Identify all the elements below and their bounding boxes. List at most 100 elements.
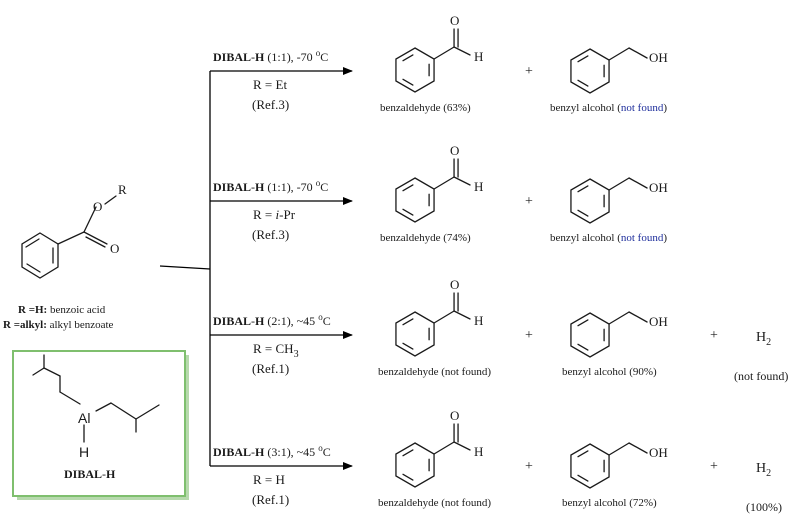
dibal-name-part3: H bbox=[106, 467, 116, 481]
alcohol-close-paren-2: ) bbox=[663, 232, 667, 244]
condition-reagent-4: DIBAL bbox=[213, 445, 251, 459]
condition-text-3: DIBAL-H (2:1), ~45 oC bbox=[213, 312, 331, 328]
plus-sign-1-row-2: + bbox=[525, 194, 533, 209]
alcohol-name-text-4: benzyl alcohol (72%) bbox=[562, 497, 657, 509]
r-group-condition-2: R = i-Pr bbox=[253, 207, 296, 222]
aldehyde-h-label-1: H bbox=[474, 49, 483, 64]
reference-4: (Ref.1) bbox=[252, 492, 289, 507]
hydroxyl-label-3: OH bbox=[649, 314, 668, 329]
benzaldehyde-structure-2: OH bbox=[395, 143, 483, 223]
r-value-2: i bbox=[276, 207, 280, 222]
aldehyde-h-label-3: H bbox=[474, 313, 483, 328]
condition-ratio-temp-3: (2:1), ~45 bbox=[264, 314, 318, 328]
dibal-h-box: Al H DIBAL-H bbox=[12, 350, 189, 500]
r-value-3: CH bbox=[276, 341, 294, 356]
h2-main-4: H bbox=[756, 461, 766, 476]
condition-reagent-h-2: H bbox=[255, 180, 265, 194]
hydrogen-gas-3: H2 bbox=[756, 330, 771, 348]
condition-reagent-3: DIBAL bbox=[213, 314, 251, 328]
condition-text-1: DIBAL-H (1:1), -70 oC bbox=[213, 48, 328, 64]
hydroxyl-label-4: OH bbox=[649, 445, 668, 460]
condition-unit-3: C bbox=[323, 314, 331, 328]
reactant-caption-1: R =H: benzoic acid bbox=[18, 304, 106, 316]
aldehyde-oxygen-label-1: O bbox=[450, 13, 459, 28]
dibal-name-part1: DIBAL bbox=[64, 467, 102, 481]
aluminum-label: Al bbox=[78, 410, 90, 426]
condition-dash-3: - bbox=[251, 314, 255, 328]
benzoate-structure: O R O bbox=[21, 182, 127, 279]
aldehyde-oxygen-label-2: O bbox=[450, 143, 459, 158]
hydroxyl-label-2: OH bbox=[649, 180, 668, 195]
hydrogen-note-4: (100%) bbox=[746, 500, 782, 514]
benzyl-alcohol-name-3: benzyl alcohol (90%) bbox=[562, 366, 657, 378]
reference-2: (Ref.3) bbox=[252, 227, 289, 242]
benzaldehyde-name-2: benzaldehyde (74%) bbox=[380, 232, 471, 244]
caption-1-rest: benzoic acid bbox=[47, 304, 106, 316]
condition-reagent-h-4: H bbox=[255, 445, 265, 459]
aldehyde-oxygen-label-3: O bbox=[450, 277, 459, 292]
benzyl-alcohol-structure-4: OH bbox=[570, 442, 668, 489]
plus-sign-2-row-3: + bbox=[710, 328, 718, 343]
r-subscript-3: 3 bbox=[294, 349, 299, 360]
benzyl-alcohol-name-2: benzyl alcohol (not found) bbox=[550, 232, 667, 244]
caption-2-bold: R =alkyl: bbox=[3, 319, 47, 331]
condition-degree-2: o bbox=[316, 178, 321, 188]
caption-1-bold: R =H: bbox=[18, 304, 47, 316]
alcohol-name-text-3: benzyl alcohol (90%) bbox=[562, 366, 657, 378]
condition-dash-1: - bbox=[251, 50, 255, 64]
dibal-name-dash: - bbox=[102, 467, 106, 481]
h2-subscript-3: 2 bbox=[766, 337, 771, 348]
r-prefix-3: R = bbox=[253, 341, 276, 356]
plus-sign-1-row-3: + bbox=[525, 328, 533, 343]
condition-unit-2: C bbox=[320, 180, 328, 194]
aldehyde-h-label-4: H bbox=[474, 444, 483, 459]
benzaldehyde-name-4: benzaldehyde (not found) bbox=[378, 497, 491, 509]
alcohol-note-1: not found bbox=[621, 102, 664, 114]
plus-sign-1-row-4: + bbox=[525, 459, 533, 474]
plus-sign-2-row-4: + bbox=[710, 459, 718, 474]
benzyl-alcohol-name-1: benzyl alcohol (not found) bbox=[550, 102, 667, 114]
branch-stub-line bbox=[159, 265, 211, 270]
hydroxyl-label-1: OH bbox=[649, 50, 668, 65]
reference-1: (Ref.3) bbox=[252, 97, 289, 112]
box-frame bbox=[12, 350, 186, 497]
r-group-condition-4: R = H bbox=[253, 472, 285, 487]
ester-oxygen-label: O bbox=[93, 199, 102, 214]
condition-degree-4: o bbox=[318, 443, 323, 453]
condition-reagent-2: DIBAL bbox=[213, 180, 251, 194]
r-group-condition-1: R = Et bbox=[253, 77, 287, 92]
condition-ratio-temp-1: (1:1), -70 bbox=[264, 50, 315, 64]
benzaldehyde-structure-3: OH bbox=[395, 277, 483, 357]
condition-dash-4: - bbox=[251, 445, 255, 459]
r-prefix-1: R = bbox=[253, 77, 276, 92]
benzyl-alcohol-structure-2: OH bbox=[570, 177, 668, 224]
condition-reagent-h-3: H bbox=[255, 314, 265, 328]
condition-ratio-temp-2: (1:1), -70 bbox=[264, 180, 315, 194]
condition-text-4: DIBAL-H (3:1), ~45 oC bbox=[213, 443, 331, 459]
condition-text-2: DIBAL-H (1:1), -70 oC bbox=[213, 178, 328, 194]
benzyl-alcohol-structure-1: OH bbox=[570, 47, 668, 94]
condition-degree-3: o bbox=[318, 312, 323, 322]
hydrogen-note-3: (not found) bbox=[734, 369, 788, 383]
r-group-label: R bbox=[118, 182, 127, 197]
condition-degree-1: o bbox=[316, 48, 321, 58]
condition-reagent-h-1: H bbox=[255, 50, 265, 64]
benzaldehyde-name-3: benzaldehyde (not found) bbox=[378, 366, 491, 378]
r-prefix-2: R = bbox=[253, 207, 276, 222]
benzyl-alcohol-name-4: benzyl alcohol (72%) bbox=[562, 497, 657, 509]
alcohol-close-paren-1: ) bbox=[663, 102, 667, 114]
r-value-4: H bbox=[276, 472, 285, 487]
benzyl-alcohol-structure-3: OH bbox=[570, 311, 668, 358]
r-group-condition-3: R = CH3 bbox=[253, 341, 299, 360]
r-prefix-4: R = bbox=[253, 472, 276, 487]
alcohol-name-text-1: benzyl alcohol ( bbox=[550, 102, 621, 114]
alcohol-note-2: not found bbox=[621, 232, 664, 244]
condition-unit-1: C bbox=[320, 50, 328, 64]
h2-subscript-4: 2 bbox=[766, 468, 771, 479]
condition-reagent-1: DIBAL bbox=[213, 50, 251, 64]
hydride-label: H bbox=[79, 444, 89, 460]
benzaldehyde-structure-1: OH bbox=[395, 13, 483, 93]
benzaldehyde-name-1: benzaldehyde (63%) bbox=[380, 102, 471, 114]
caption-2-rest: alkyl benzoate bbox=[47, 319, 114, 331]
